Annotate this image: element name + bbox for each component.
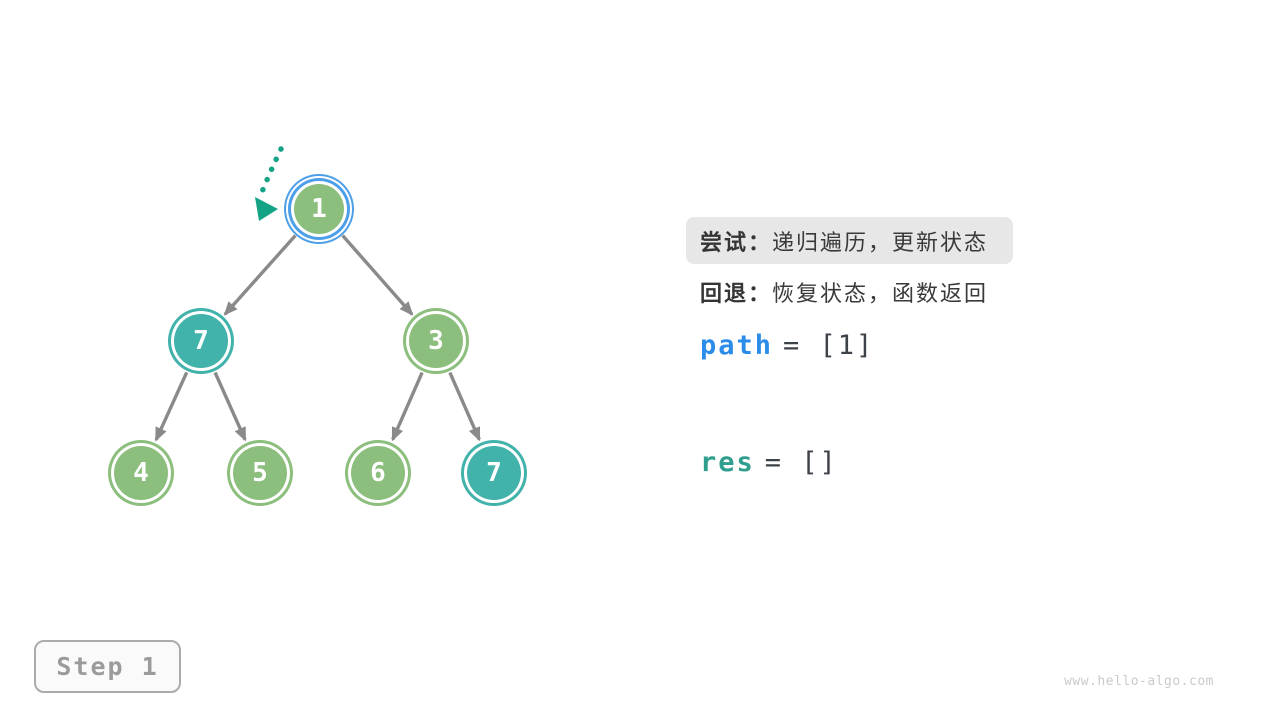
tree-node-value: 7 [193,326,209,356]
tree-node-left: 7 [174,314,228,368]
tree-node-value: 4 [133,458,149,488]
tree-node-value: 5 [252,458,268,488]
edge-right-rightleft [391,371,424,442]
res-variable-line: res = [] [700,447,838,478]
res-variable-value: = [] [764,447,838,478]
legend-try-text: 递归遍历，更新状态 [772,230,989,256]
tree-node-value: 6 [370,458,386,488]
legend-backtrack-label: 回退： [700,282,773,307]
tree-node-right-left: 6 [351,446,405,500]
tree-node-root: 1 [294,184,344,234]
path-variable-value: = [1] [783,330,875,361]
step-badge-label: Step 1 [56,652,159,681]
path-variable-name: path [700,330,774,361]
tree-node-left-right: 5 [233,446,287,500]
edge-left-leftleft [154,371,189,442]
current-pointer-arrow [255,146,284,221]
tree-node-left-left: 4 [114,446,168,500]
edge-root-left [223,234,297,316]
path-variable-line: path = [1] [700,330,874,361]
watermark-text: www.hello-algo.com [1064,674,1214,689]
legend-try-label: 尝试： [700,230,773,256]
legend-backtrack-row: 回退：恢复状态，函数返回 [700,272,988,312]
res-variable-name: res [700,447,755,478]
legend-try-row: 尝试：递归遍历，更新状态 [686,217,1013,264]
legend-backtrack-text: 恢复状态，函数返回 [772,282,989,307]
tree-node-right-right: 7 [467,446,521,500]
tree-node-value: 1 [311,194,327,224]
edge-root-right [341,234,414,316]
step-badge: Step 1 [34,640,181,693]
tree-node-value: 7 [486,458,502,488]
edge-right-rightright [448,371,481,442]
edge-left-leftright [213,371,247,442]
tree-node-value: 3 [428,326,444,356]
tree-node-right: 3 [409,314,463,368]
